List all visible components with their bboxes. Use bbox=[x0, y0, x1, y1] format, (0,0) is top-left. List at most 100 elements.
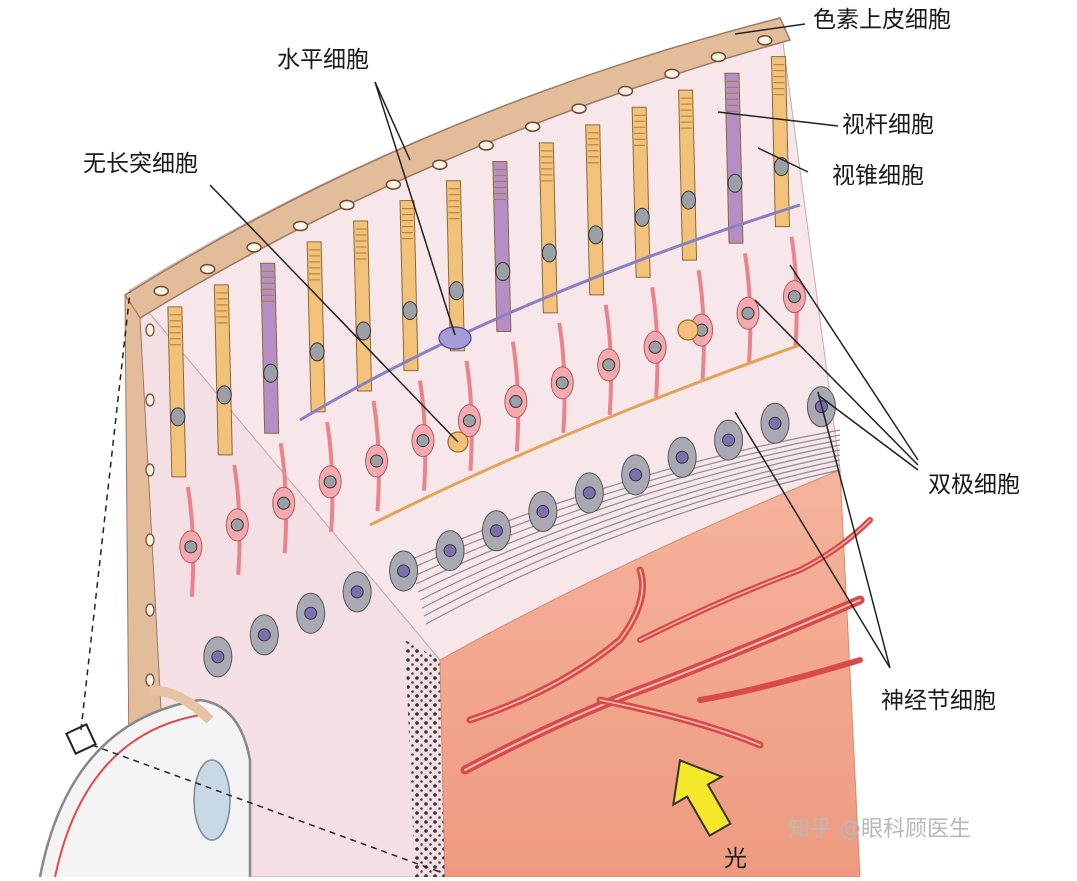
ganglion-cell bbox=[296, 592, 326, 634]
epithelium-cell bbox=[524, 121, 541, 132]
epithelium-cell bbox=[385, 179, 402, 190]
zoom-line-bottom bbox=[91, 744, 441, 873]
cone-cell bbox=[260, 262, 280, 434]
epithelium-cell-side bbox=[145, 533, 155, 547]
rod-cell bbox=[167, 306, 187, 478]
epithelium-cell bbox=[432, 159, 448, 170]
bipolar-cell bbox=[597, 304, 621, 415]
blood-vessels bbox=[460, 517, 873, 775]
eye-retina-line bbox=[54, 714, 201, 878]
bipolar-cell bbox=[411, 380, 435, 491]
rod-cell bbox=[678, 89, 698, 261]
epithelium-cell bbox=[292, 220, 309, 232]
leader-horizontal-1 bbox=[374, 81, 456, 336]
optic-nerve bbox=[149, 685, 214, 724]
epithelium-cell-side bbox=[145, 673, 155, 687]
leader-horizontal-2 bbox=[374, 81, 411, 161]
ganglion-cell bbox=[760, 402, 790, 444]
cone-cell bbox=[724, 72, 744, 244]
ganglion-cell bbox=[714, 419, 744, 461]
leader-ganglion-2 bbox=[817, 391, 891, 669]
label-light: 光 bbox=[724, 846, 747, 872]
ganglion-cell bbox=[435, 530, 465, 572]
bipolar-cell bbox=[272, 442, 296, 554]
label-pigment-epithelium: 色素上皮细胞 bbox=[813, 7, 951, 33]
epithelium-cell bbox=[664, 68, 680, 80]
nerve-fiber bbox=[411, 434, 841, 569]
ganglion-cell bbox=[481, 510, 511, 552]
epithelium-cell bbox=[246, 242, 262, 253]
dotted-edge bbox=[405, 640, 445, 877]
leader-bipolar-1 bbox=[789, 264, 919, 461]
epithelium-cell-side bbox=[145, 603, 155, 617]
label-bipolar-cell: 双极细胞 bbox=[928, 472, 1020, 498]
ganglion-cell bbox=[621, 454, 651, 496]
leader-pigment bbox=[734, 23, 806, 35]
eye-lens bbox=[193, 759, 231, 841]
eye-inset bbox=[38, 291, 441, 878]
horizontal-cell-band bbox=[299, 203, 801, 422]
amacrine-cell-band bbox=[369, 343, 801, 527]
epithelium-cell bbox=[757, 35, 773, 46]
bipolar-cell bbox=[643, 286, 667, 398]
nerve-fiber bbox=[417, 449, 841, 593]
leader-amacrine bbox=[209, 184, 459, 443]
vessel-5 bbox=[697, 657, 863, 703]
nerve-fiber bbox=[425, 469, 841, 625]
vessel-1-highlight bbox=[464, 599, 861, 771]
vessel-3-highlight bbox=[599, 699, 761, 746]
epithelium-cell bbox=[339, 199, 355, 211]
ganglion-cell bbox=[528, 491, 558, 533]
nerve-fiber bbox=[415, 444, 841, 585]
leader-lines bbox=[209, 23, 919, 669]
label-ganglion-cell: 神经节细胞 bbox=[881, 688, 996, 714]
rod-cell bbox=[538, 142, 558, 314]
bipolar-cell bbox=[365, 400, 389, 512]
vessel-tissue bbox=[439, 469, 861, 878]
leader-cone bbox=[757, 147, 809, 173]
label-rod-cell: 视杆细胞 bbox=[842, 112, 934, 138]
bipolar-cell bbox=[550, 322, 574, 434]
light-arrow-shape bbox=[671, 758, 732, 838]
light-arrow bbox=[671, 758, 732, 838]
watermark: 知乎 @眼科顾医生 bbox=[788, 817, 971, 842]
nerve-fiber bbox=[413, 439, 841, 577]
bipolar-cell bbox=[736, 252, 760, 364]
ganglion-cell bbox=[389, 550, 419, 592]
epithelium-cell bbox=[199, 263, 216, 275]
epithelium-cell bbox=[571, 103, 587, 114]
eye-globe bbox=[38, 698, 252, 878]
nerve-fiber bbox=[421, 459, 841, 609]
bipolar-cell bbox=[782, 236, 806, 347]
bipolar-cell bbox=[225, 464, 249, 576]
cone-cell bbox=[492, 161, 512, 333]
vessel-2-highlight bbox=[469, 569, 644, 721]
zoom-line-top bbox=[80, 291, 131, 731]
epithelium-cell bbox=[710, 51, 727, 63]
leader-ganglion-1 bbox=[734, 411, 891, 669]
rod-cell bbox=[445, 180, 465, 352]
rod-cell bbox=[306, 241, 326, 413]
nerve-fiber bbox=[419, 454, 841, 601]
bipolar-cell bbox=[690, 269, 714, 381]
amacrine-cell-body bbox=[677, 319, 699, 341]
bipolar-cell bbox=[457, 360, 481, 471]
pigment-epithelium-band bbox=[123, 17, 792, 320]
rod-cell bbox=[585, 124, 605, 296]
bipolar-cell bbox=[318, 421, 342, 533]
epithelium-cell bbox=[153, 285, 169, 297]
bipolar-cell bbox=[504, 341, 528, 452]
rod-cell bbox=[399, 200, 419, 372]
leader-rod bbox=[717, 111, 839, 127]
ganglion-cell bbox=[667, 436, 697, 478]
epithelium-cell-side bbox=[145, 323, 155, 337]
ganglion-cell bbox=[203, 636, 233, 678]
ganglion-cell bbox=[342, 571, 372, 613]
ganglion-cell bbox=[574, 472, 604, 514]
epithelium-cell bbox=[478, 140, 494, 151]
epithelium-cell-side bbox=[145, 393, 155, 407]
ganglion-cell bbox=[249, 614, 279, 656]
rod-cell bbox=[213, 284, 233, 456]
